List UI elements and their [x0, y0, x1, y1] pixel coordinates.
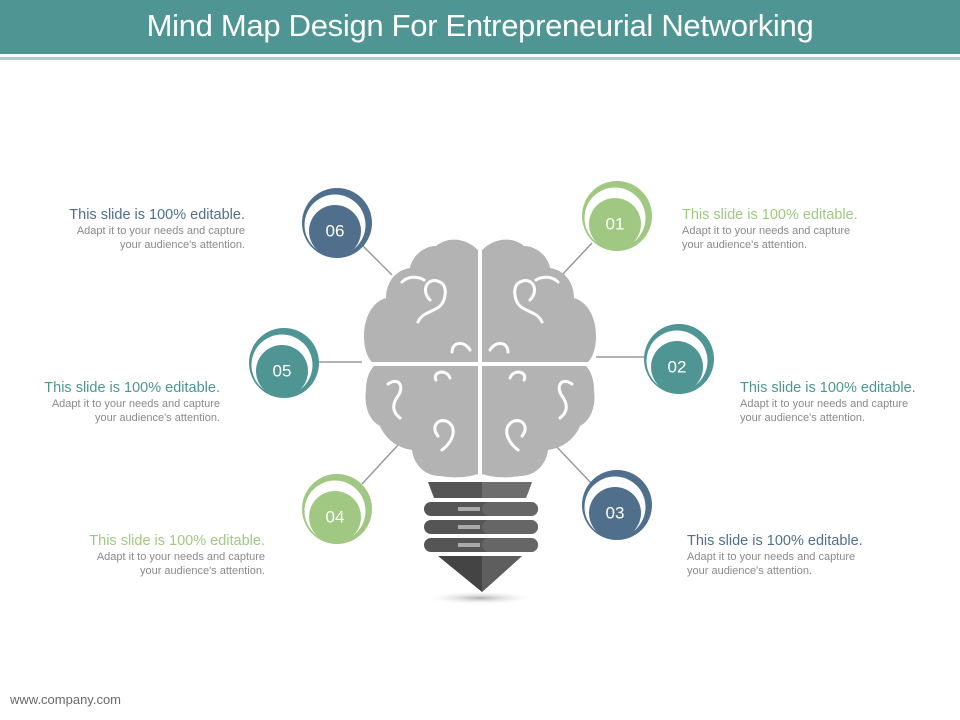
- callout-06-title: This slide is 100% editable.: [69, 207, 245, 223]
- connector-01: [561, 242, 593, 276]
- connector-lines: [316, 242, 644, 485]
- callout-02-line1: Adapt it to your needs and capture: [740, 398, 909, 410]
- callout-02-title: This slide is 100% editable.: [740, 380, 916, 396]
- callout-05: This slide is 100% editable. Adapt it to…: [0, 380, 220, 425]
- node-03-number: 03: [606, 504, 625, 523]
- callout-05-line2: your audience's attention.: [94, 412, 220, 424]
- node-06-number: 06: [326, 222, 345, 241]
- connector-06: [359, 242, 393, 276]
- callout-03-title: This slide is 100% editable.: [687, 533, 863, 549]
- bulb-collar-shade: [482, 482, 532, 498]
- node-03: 03: [582, 470, 652, 540]
- connector-04: [361, 444, 399, 485]
- callout-01-title: This slide is 100% editable.: [682, 207, 858, 223]
- node-04-number: 04: [326, 508, 345, 527]
- title-underline: [0, 57, 960, 60]
- connector-03: [554, 444, 593, 485]
- callout-03: This slide is 100% editable. Adapt it to…: [687, 533, 927, 578]
- callout-03-line1: Adapt it to your needs and capture: [687, 551, 856, 563]
- node-02: 02: [644, 324, 714, 394]
- footer-url[interactable]: www.company.com: [10, 692, 122, 707]
- node-01-number: 01: [606, 215, 625, 234]
- brain-puzzle-seams: [386, 275, 574, 452]
- callout-04-title: This slide is 100% editable.: [89, 533, 265, 549]
- callout-01: This slide is 100% editable. Adapt it to…: [682, 207, 922, 252]
- brain-piece-bottom-left: [365, 366, 478, 478]
- node-05: 05: [249, 328, 319, 398]
- callout-05-line1: Adapt it to your needs and capture: [51, 398, 220, 410]
- callout-02: This slide is 100% editable. Adapt it to…: [740, 380, 960, 425]
- title-bar: [0, 0, 960, 54]
- callout-01-line1: Adapt it to your needs and capture: [682, 225, 851, 237]
- callout-05-title: This slide is 100% editable.: [44, 380, 220, 396]
- callout-06-line1: Adapt it to your needs and capture: [76, 225, 245, 237]
- slide-title: Mind Map Design For Entrepreneurial Netw…: [146, 8, 814, 43]
- node-05-number: 05: [273, 362, 292, 381]
- callout-06-line2: your audience's attention.: [119, 239, 245, 251]
- bulb-highlight-3: [458, 543, 480, 547]
- node-02-number: 02: [668, 358, 687, 377]
- callout-04-line2: your audience's attention.: [139, 565, 265, 577]
- brain-puzzle: [364, 239, 596, 478]
- callout-02-line2: your audience's attention.: [740, 412, 866, 424]
- callout-01-line2: your audience's attention.: [682, 239, 808, 251]
- bulb-highlight-1: [458, 507, 480, 511]
- callout-04: This slide is 100% editable. Adapt it to…: [25, 533, 265, 578]
- node-01: 01: [582, 181, 652, 251]
- bulb-base: [424, 482, 538, 605]
- callout-03-line2: your audience's attention.: [687, 565, 813, 577]
- brain-piece-top-right: [482, 239, 596, 362]
- node-04: 04: [302, 474, 372, 544]
- brain-piece-top-left: [364, 239, 478, 362]
- bulb-highlight-2: [458, 525, 480, 529]
- brain-piece-bottom-right: [482, 366, 595, 478]
- bulb-shadow: [424, 591, 536, 605]
- node-06: 06: [302, 188, 372, 258]
- callout-04-line1: Adapt it to your needs and capture: [96, 551, 265, 563]
- callout-06: This slide is 100% editable. Adapt it to…: [5, 207, 245, 252]
